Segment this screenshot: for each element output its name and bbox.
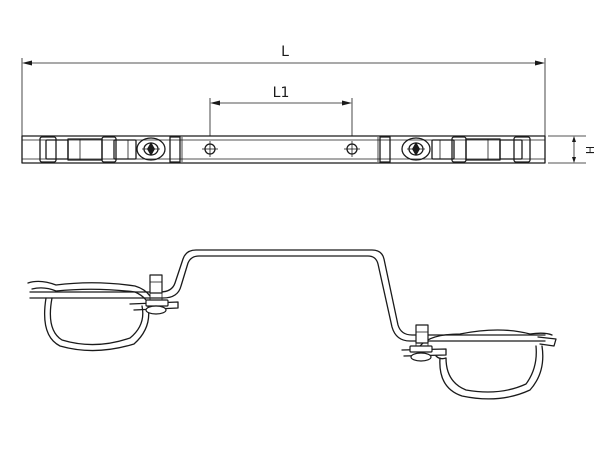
left-clip-top (39, 136, 183, 163)
label-overall-length: L (281, 44, 289, 60)
dimension-overall-length: L (21, 44, 546, 136)
dimension-hole-spacing: L1 (209, 85, 353, 136)
right-clip-top (377, 136, 531, 163)
label-height: H (583, 146, 596, 154)
top-view: L L1 H (21, 44, 596, 164)
bent-bar (29, 249, 546, 342)
center-hole-left (202, 141, 218, 157)
label-hole-spacing: L1 (273, 85, 290, 101)
left-bolt (145, 274, 169, 315)
right-bolt (409, 324, 433, 362)
side-view (27, 249, 557, 400)
center-hole-right (344, 141, 360, 157)
dimension-height: H (548, 135, 596, 164)
strip-outline (21, 135, 546, 164)
